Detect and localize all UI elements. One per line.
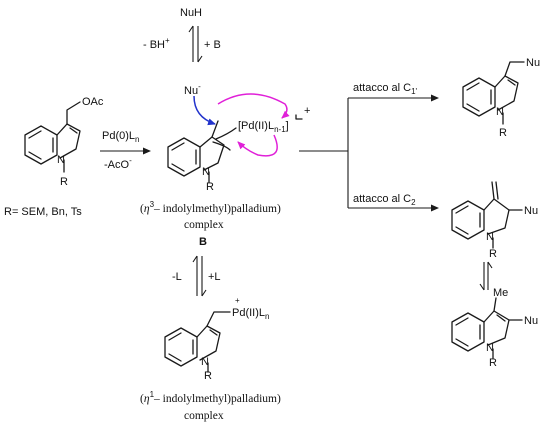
ligand-equilibrium-arrows bbox=[192, 255, 207, 297]
eta3-name-line1: (η3– indolylmethyl)palladium) bbox=[140, 200, 281, 215]
p2-nu-label: Nu bbox=[524, 205, 538, 217]
p3-me-label: Me bbox=[493, 287, 508, 299]
magenta-curly-arrow-bottom bbox=[237, 134, 278, 157]
eta1-r-label: R bbox=[204, 370, 212, 382]
p2-n-label: N bbox=[486, 231, 494, 243]
b-r-label: R bbox=[206, 181, 214, 193]
eta1-n-label: N bbox=[201, 356, 209, 368]
p1-n-label: N bbox=[496, 106, 504, 118]
product-methylindole-structure bbox=[451, 297, 523, 359]
eta3-name-line2: complex bbox=[184, 219, 224, 231]
minus-l-label: -L bbox=[172, 271, 182, 283]
c1-attack-label: attacco al C1' bbox=[353, 82, 418, 96]
deprotonation-equilibrium-arrows bbox=[188, 25, 203, 63]
eta3-complex-structure bbox=[167, 120, 237, 183]
start-n-label: N bbox=[57, 154, 65, 166]
plus-l-label: +L bbox=[208, 271, 221, 283]
pd-complex-label: [Pd(II)Ln-1] bbox=[238, 120, 289, 134]
eta1-charge: + bbox=[235, 296, 240, 305]
isomerization-arrow bbox=[479, 261, 493, 291]
eta1-name-line1: (η1– indolylmethyl)palladium) bbox=[140, 390, 281, 405]
nucleophile-attack-arrow bbox=[193, 95, 216, 126]
complex-charge: + bbox=[304, 105, 310, 117]
p1-r-label: R bbox=[499, 127, 507, 139]
starting-indole-structure bbox=[24, 101, 81, 173]
pd0-reagent: Pd(0)Ln bbox=[102, 130, 139, 144]
p2-r-label: R bbox=[489, 248, 497, 260]
p3-nu-label: Nu bbox=[524, 315, 538, 327]
c2-attack-label: attacco al C2 bbox=[353, 193, 416, 207]
bracket-corner bbox=[295, 114, 303, 120]
branch-arrows bbox=[299, 94, 439, 212]
eta1-complex-structure bbox=[164, 311, 231, 373]
oac-label: OAc bbox=[82, 96, 104, 108]
product-c1-structure bbox=[462, 61, 525, 125]
intermediate-b-label: B bbox=[199, 236, 207, 248]
p3-n-label: N bbox=[486, 342, 494, 354]
leaving-group-label: -AcO- bbox=[104, 156, 132, 171]
nu-anion-label: Nu- bbox=[184, 82, 201, 97]
product-c2-structure bbox=[451, 181, 523, 249]
nuh-label: NuH bbox=[180, 7, 202, 19]
start-r-label: R bbox=[60, 176, 68, 188]
p3-r-label: R bbox=[489, 357, 497, 369]
magenta-curly-arrow-top bbox=[217, 93, 290, 119]
p1-nu-label: Nu bbox=[526, 57, 540, 69]
eta1-name-line2: complex bbox=[184, 410, 224, 422]
eta1-pd-label: Pd(II)Ln bbox=[232, 307, 269, 321]
r-definitions: R= SEM, Bn, Ts bbox=[4, 206, 82, 218]
plus-b-label: + B bbox=[204, 39, 221, 51]
b-n-label: N bbox=[202, 166, 210, 178]
minus-bh-label: - BH+ bbox=[143, 36, 170, 51]
